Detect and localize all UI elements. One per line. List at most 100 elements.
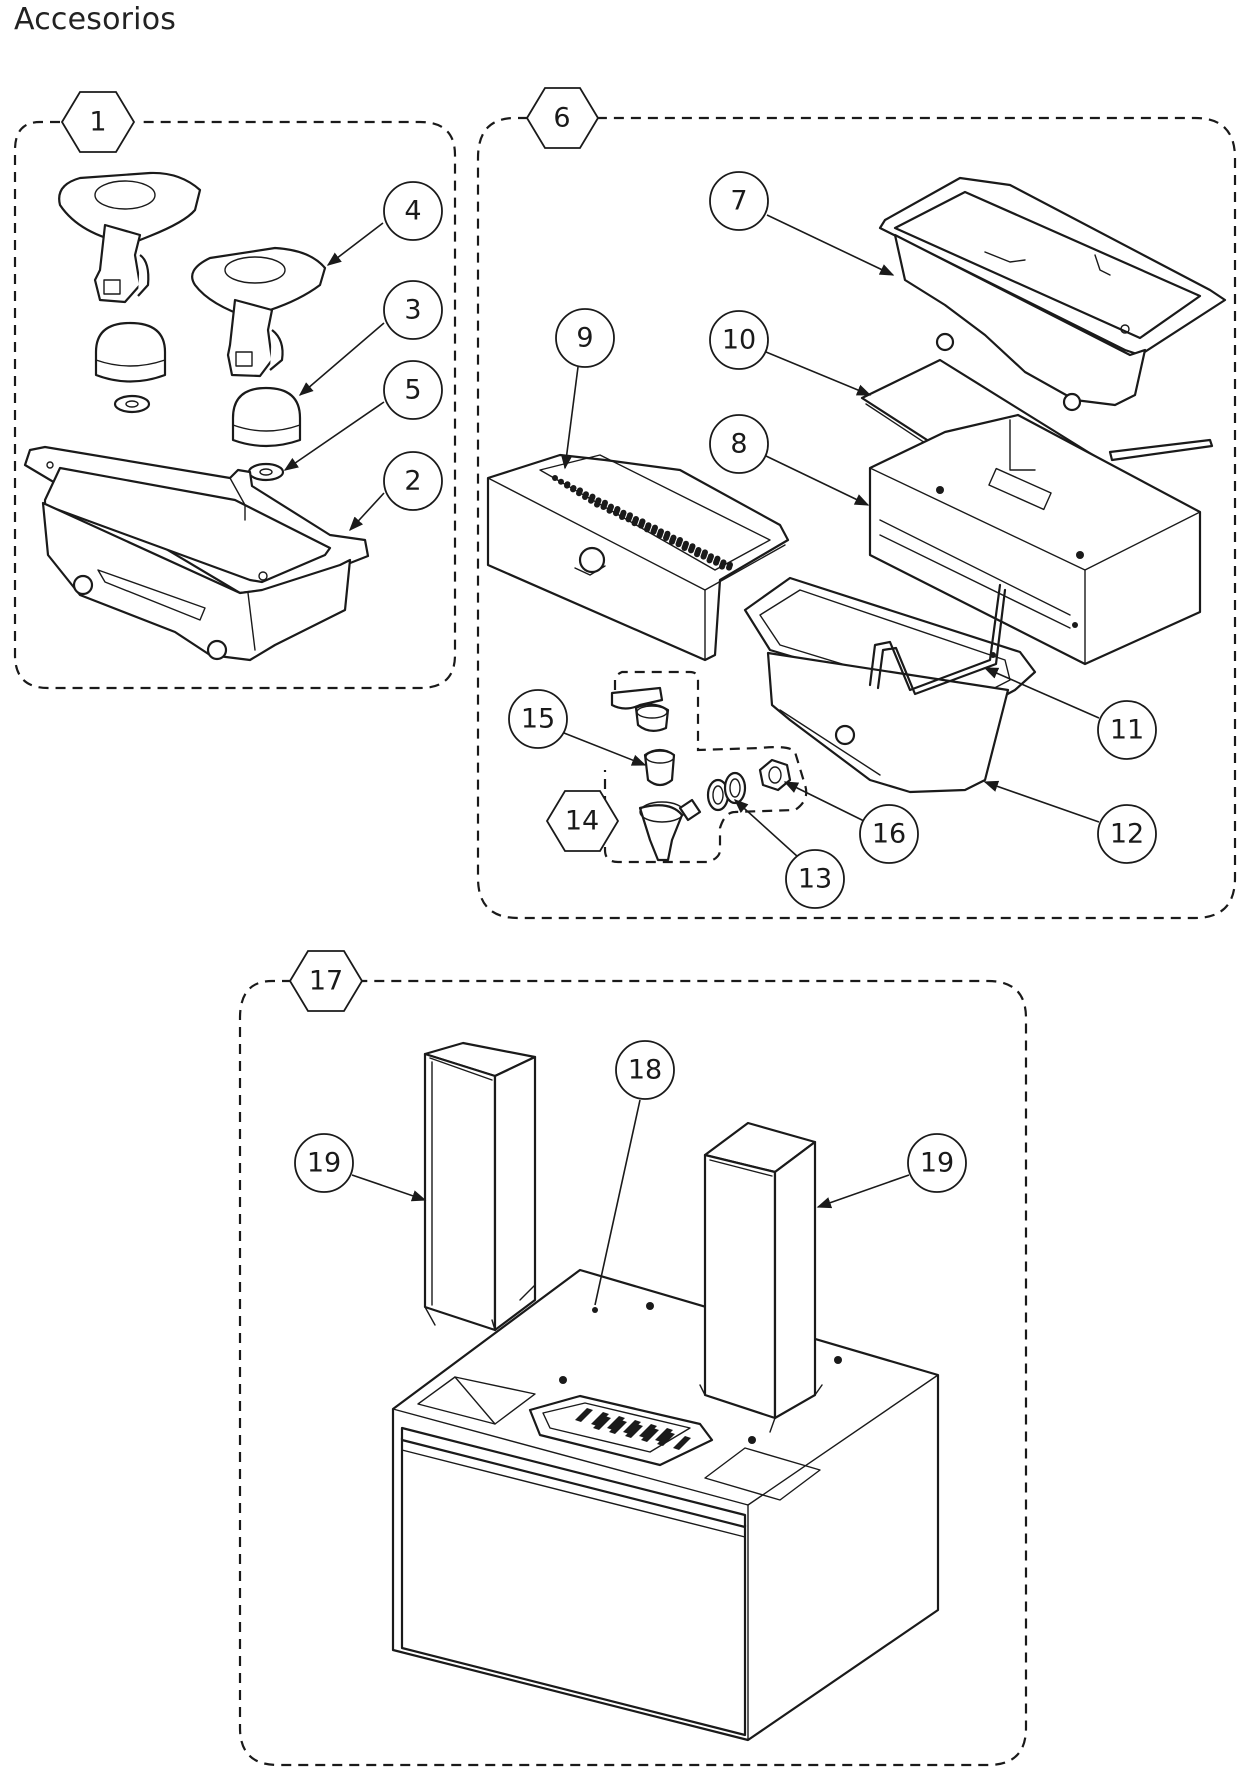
page-title: Accesorios — [14, 2, 177, 37]
perforation-dot — [638, 522, 644, 529]
svg-text:19: 19 — [920, 1148, 954, 1179]
callout-8: 8 — [709, 414, 870, 506]
perforation-dot — [631, 520, 638, 527]
column-part-19-right — [699, 1121, 823, 1433]
callout-18: 18 — [594, 1040, 675, 1306]
callout-3: 3 — [298, 280, 443, 396]
svg-text:7: 7 — [730, 186, 747, 217]
grill-slot — [591, 1412, 609, 1426]
svg-text:1: 1 — [89, 107, 106, 138]
callout-5: 5 — [283, 360, 443, 471]
callout-15: 15 — [508, 689, 647, 766]
perforation-dot — [619, 514, 625, 520]
svg-text:5: 5 — [404, 375, 421, 406]
perforation-dot — [688, 547, 694, 554]
callout-19-right: 19 — [816, 1133, 967, 1209]
grill-slot — [657, 1432, 675, 1446]
svg-text:2: 2 — [404, 466, 421, 497]
svg-text:4: 4 — [404, 196, 421, 227]
perforation-dot — [656, 532, 663, 539]
group-6-frame — [476, 116, 1237, 920]
dome-cap-left — [94, 321, 167, 383]
perforation-dot — [594, 501, 600, 508]
drawer-perforation-grid — [552, 475, 733, 571]
callout-7: 7 — [709, 171, 895, 276]
drip-tray-part-2 — [23, 445, 370, 662]
spout-body — [638, 798, 702, 862]
frame-box-part-8 — [868, 413, 1202, 666]
perforation-dot — [700, 553, 707, 560]
svg-text:9: 9 — [576, 323, 593, 354]
faucet-lever-part — [610, 686, 670, 732]
nozzle-part-15 — [643, 748, 676, 787]
grill-slot — [575, 1408, 593, 1422]
callout-9: 9 — [555, 308, 615, 470]
svg-text:15: 15 — [521, 704, 555, 735]
nut-part-16 — [758, 758, 792, 792]
perforation-dot — [644, 526, 650, 533]
callout-13: 13 — [733, 799, 845, 909]
svg-text:10: 10 — [722, 325, 756, 356]
perforation-dot — [625, 516, 632, 523]
svg-text:8: 8 — [730, 429, 747, 460]
washer-left — [113, 394, 151, 414]
perforation-dot — [669, 538, 675, 545]
grill-slot — [673, 1436, 691, 1450]
cup-holder-left — [58, 171, 202, 304]
perforation-dot — [564, 482, 570, 489]
perforation-dot — [675, 541, 682, 548]
grill-slot — [593, 1416, 611, 1430]
grill-slot — [609, 1420, 627, 1434]
perforation-dot — [576, 490, 582, 497]
perforation-dot — [713, 559, 719, 566]
callout-4: 4 — [326, 181, 443, 266]
group-6-hex-label: 6 — [525, 87, 600, 149]
drawer-part-9 — [486, 453, 790, 662]
svg-text:18: 18 — [628, 1055, 662, 1086]
grill-slots — [575, 1408, 691, 1450]
perforation-dot — [570, 486, 576, 493]
top-tray-part-7 — [878, 176, 1227, 412]
grill-slot — [639, 1424, 657, 1438]
perforation-dot — [600, 504, 607, 510]
svg-text:19: 19 — [307, 1148, 341, 1179]
wire-handle-part-11 — [868, 583, 1007, 696]
group-14-hex-label: 14 — [545, 790, 620, 852]
perforation-dot — [606, 507, 613, 514]
grill-slot — [641, 1428, 659, 1442]
perforation-dot — [613, 510, 619, 517]
group-1-hex-label: 1 — [60, 91, 136, 153]
grill-slot — [607, 1416, 625, 1430]
perforation-dot — [719, 563, 725, 570]
svg-text:17: 17 — [309, 966, 343, 997]
column-part-19-left — [423, 1041, 537, 1332]
group-17-hex-label: 17 — [288, 950, 364, 1012]
perforation-dot — [552, 475, 558, 481]
callout-12: 12 — [983, 780, 1157, 864]
svg-text:14: 14 — [565, 806, 599, 837]
perforation-dot — [650, 528, 657, 535]
perforation-dot — [681, 545, 688, 551]
grill-slot — [655, 1428, 673, 1442]
perforation-dot — [558, 478, 564, 485]
perforation-dot — [694, 551, 700, 558]
perforation-dot — [706, 557, 713, 564]
svg-text:11: 11 — [1110, 715, 1144, 746]
dome-cap-part-3 — [231, 386, 302, 448]
svg-text:12: 12 — [1110, 819, 1144, 850]
grill-slot — [625, 1424, 643, 1438]
group-14-frame — [603, 670, 808, 864]
svg-text:13: 13 — [798, 864, 832, 895]
perforation-dot — [588, 497, 594, 504]
group-17-frame — [238, 979, 1028, 1767]
callout-19-left: 19 — [294, 1133, 427, 1202]
perforation-dot — [582, 494, 588, 500]
group-1-frame — [13, 120, 457, 690]
perforation-dot — [726, 564, 732, 571]
callout-11: 11 — [983, 667, 1157, 760]
cabinet-part-18 — [391, 1268, 940, 1742]
cup-holder-part-4 — [191, 246, 327, 378]
washer-part-5 — [247, 462, 285, 482]
grill-slot — [623, 1420, 641, 1434]
